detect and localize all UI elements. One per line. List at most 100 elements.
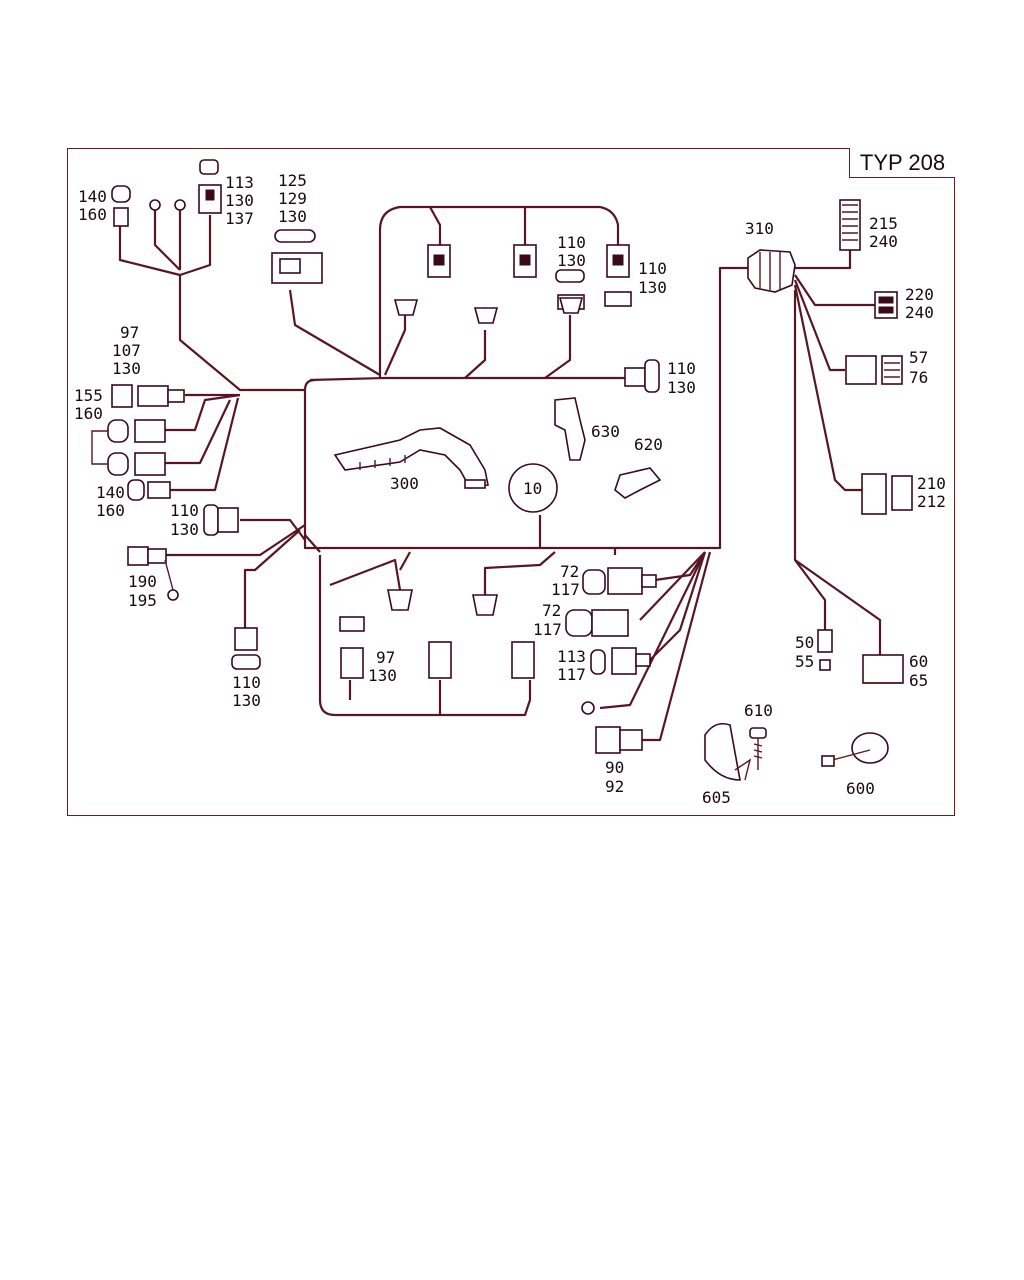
parts	[91, 159, 913, 781]
diagram-frame	[67, 148, 955, 816]
plug-f	[339, 616, 365, 632]
clamp-tab	[734, 758, 752, 781]
label-113: 113	[557, 647, 586, 666]
label-240: 240	[869, 232, 898, 251]
label-90: 90	[605, 758, 624, 777]
label-65: 65	[909, 671, 928, 690]
plug-b	[473, 307, 499, 324]
label-190: 190	[128, 572, 157, 591]
label-113: 113	[225, 173, 254, 192]
plug-e	[472, 594, 498, 616]
connector-210-212	[861, 473, 913, 515]
label-107: 107	[112, 341, 141, 360]
label-97: 97	[376, 648, 395, 667]
label-110: 110	[232, 673, 261, 692]
item-10-circle	[508, 463, 558, 513]
label-605: 605	[702, 788, 731, 807]
plug-c	[558, 297, 584, 314]
label-72: 72	[542, 601, 561, 620]
label-130: 130	[225, 191, 254, 210]
label-130: 130	[557, 251, 586, 270]
connector-125-129-130	[271, 229, 323, 284]
label-110: 110	[170, 501, 199, 520]
label-215: 215	[869, 214, 898, 233]
connector-top-1	[427, 244, 451, 278]
label-160: 160	[74, 404, 103, 423]
label-110: 110	[638, 259, 667, 278]
connector-57-76	[845, 355, 903, 385]
label-140: 140	[78, 187, 107, 206]
label-137: 137	[225, 209, 254, 228]
label-117: 117	[551, 580, 580, 599]
sensor-50-55	[817, 629, 833, 671]
label-220: 220	[905, 285, 934, 304]
fuel-rail-300	[333, 427, 489, 489]
labels: 140 160 113 130 137 125 129 130 110 130 …	[74, 171, 946, 807]
cable-tie-600	[821, 732, 889, 767]
label-620: 620	[634, 435, 663, 454]
screw-610	[749, 727, 767, 770]
label-76: 76	[909, 368, 928, 387]
label-129: 129	[278, 189, 307, 208]
connector-220-240	[874, 291, 898, 319]
label-300: 300	[390, 474, 419, 493]
label-110: 110	[667, 359, 696, 378]
label-160: 160	[96, 501, 125, 520]
connector-ring-2	[107, 452, 166, 476]
connector-ring-1	[107, 419, 166, 443]
bracket-630	[554, 397, 586, 461]
grommet-310	[747, 249, 796, 293]
label-72: 72	[560, 562, 579, 581]
plug-d	[387, 589, 413, 611]
connector-110-130-bottom	[231, 627, 261, 670]
label-130: 130	[667, 378, 696, 397]
label-130: 130	[232, 691, 261, 710]
label-57: 57	[909, 348, 928, 367]
label-130: 130	[638, 278, 667, 297]
label-50: 50	[795, 633, 814, 652]
ring-terminal	[149, 199, 161, 211]
connector-113-130-137	[198, 159, 222, 214]
label-125: 125	[278, 171, 307, 190]
clip-620	[614, 467, 662, 499]
label-55: 55	[795, 652, 814, 671]
label-610: 610	[744, 701, 773, 720]
label-10: 10	[523, 479, 542, 498]
label-140: 140	[96, 483, 125, 502]
bracket-line	[91, 430, 108, 465]
plug-small	[604, 291, 632, 307]
connector-190-195	[127, 546, 179, 601]
label-195: 195	[128, 591, 157, 610]
label-60: 60	[909, 652, 928, 671]
connector-lower-3	[511, 641, 535, 679]
type-badge: TYP 208	[849, 148, 955, 178]
connector-60-65	[862, 654, 904, 684]
label-630: 630	[591, 422, 620, 441]
connector-155-160	[111, 384, 185, 408]
harness-wires	[118, 205, 882, 742]
ring-terminal-ground	[581, 701, 595, 715]
label-160: 160	[78, 205, 107, 224]
label-130: 130	[368, 666, 397, 685]
ring-terminal	[174, 199, 186, 211]
label-210: 210	[917, 474, 946, 493]
sensor-140-160	[111, 185, 131, 227]
label-130: 130	[112, 359, 141, 378]
label-97: 97	[120, 323, 139, 342]
label-310: 310	[745, 219, 774, 238]
label-92: 92	[605, 777, 624, 796]
connector-113-117	[590, 647, 651, 675]
connector-90-92	[595, 726, 643, 754]
connector-72-117-b	[565, 609, 629, 637]
label-130: 130	[170, 520, 199, 539]
label-110: 110	[557, 233, 586, 252]
label-117: 117	[533, 620, 562, 639]
label-117: 117	[557, 665, 586, 684]
connector-110-130-left	[203, 504, 239, 536]
label-212: 212	[917, 492, 946, 511]
clamp-605	[704, 722, 741, 781]
connector-110-130-mid	[624, 359, 660, 393]
plug-a	[393, 299, 419, 316]
label-600: 600	[846, 779, 875, 798]
